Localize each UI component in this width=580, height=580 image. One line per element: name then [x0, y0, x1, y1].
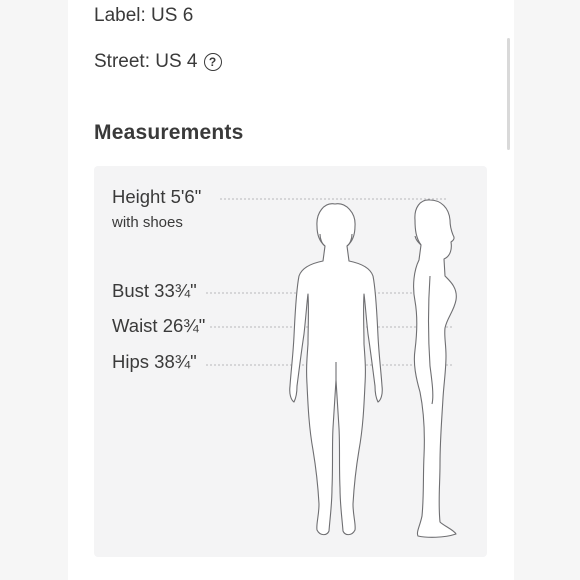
height-label: Height 5'6" — [112, 186, 202, 207]
label-size: Label: US 6 — [94, 5, 194, 26]
hips-label: Hips 38¾" — [112, 351, 197, 372]
side-figure — [413, 199, 457, 538]
scrollbar[interactable] — [507, 38, 510, 150]
street-size: Street: US 4 ? — [94, 51, 222, 73]
height-note: with shoes — [112, 214, 183, 231]
question-circle-icon[interactable]: ? — [203, 53, 222, 71]
body-figures-illustration — [206, 198, 457, 538]
page-background-right — [514, 0, 580, 580]
measurements-title: Measurements — [94, 121, 244, 144]
front-figure — [289, 203, 383, 536]
street-size-text: Street: US 4 — [94, 51, 198, 72]
waist-label: Waist 26¾" — [112, 315, 206, 336]
page-background-left — [0, 0, 68, 580]
bust-label: Bust 33¾" — [112, 280, 197, 301]
measurements-panel: Height 5'6" with shoes Bust 33¾" Waist 2… — [94, 166, 487, 557]
